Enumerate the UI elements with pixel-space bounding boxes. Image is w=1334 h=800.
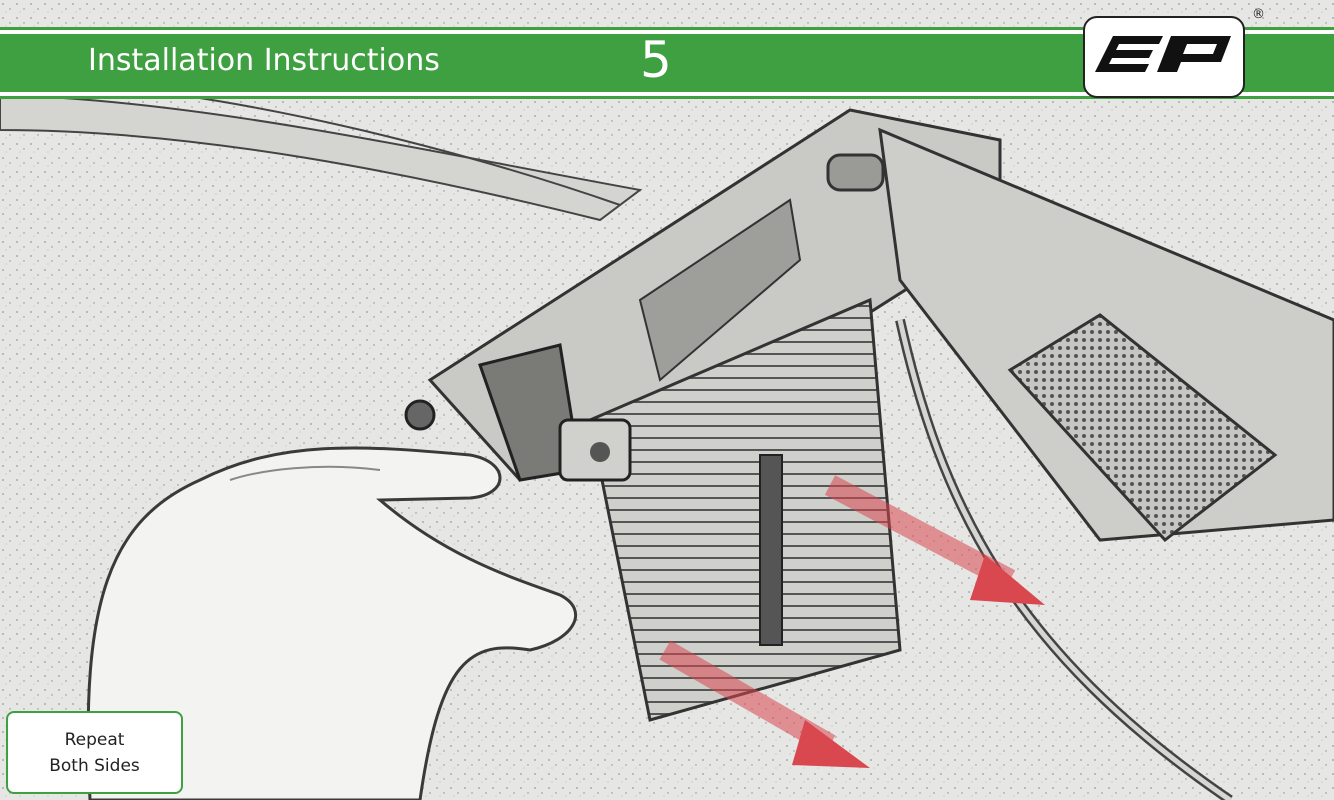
brand-logo [1083,16,1245,98]
red-arrow-lower [659,640,870,768]
repeat-note-line2: Both Sides [49,755,140,776]
repeat-note-line1: Repeat [64,729,125,750]
step-number: 5 [640,31,672,89]
red-arrow-upper [824,475,1045,605]
registered-mark: ® [1252,7,1265,22]
page-title: Installation Instructions [88,43,440,78]
ep-logo-icon [1095,36,1231,72]
repeat-note: Repeat Both Sides [6,711,183,794]
